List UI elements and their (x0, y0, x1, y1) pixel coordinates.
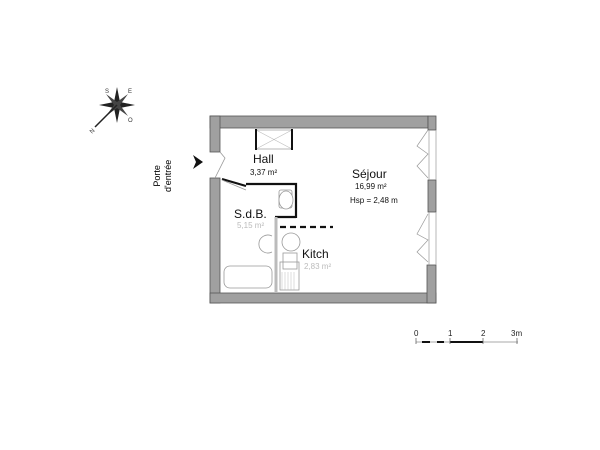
room-name-hall: Hall (253, 152, 274, 166)
room-name-sejour: Séjour (352, 167, 387, 181)
sink (282, 252, 298, 270)
room-name-kitchen: Kitch (302, 247, 329, 261)
kitchen-counter (279, 261, 300, 291)
room-height-sejour: Hsp = 2,48 m (350, 196, 398, 205)
entrance-label-line2: d'entrée (163, 159, 173, 192)
scale-tick-1: 1 (448, 329, 453, 338)
windows (416, 129, 437, 265)
bathtub (223, 265, 273, 289)
room-area-hall: 3,37 m² (250, 168, 278, 177)
svg-text:S: S (105, 89, 109, 95)
toilet-bowl (278, 190, 294, 210)
interior-walls (221, 177, 333, 293)
room-name-sdb: S.d.B. (234, 207, 267, 221)
svg-text:N: N (89, 128, 96, 135)
svg-text:O: O (128, 118, 133, 124)
entrance-label-line1: Porte (152, 165, 162, 187)
entrance-arrow-icon (193, 155, 203, 169)
closet (255, 129, 293, 150)
room-area-sejour: 16,99 m² (355, 182, 387, 191)
scale-bar (415, 338, 518, 344)
scale-tick-3m: 3m (511, 329, 523, 338)
entrance-door (214, 151, 226, 179)
scale-tick-2: 2 (481, 329, 486, 338)
room-area-kitchen: 2,83 m² (304, 262, 332, 271)
compass-rose-icon: S E O N (89, 87, 135, 135)
room-area-sdb: 5,15 m² (237, 221, 265, 230)
scale-tick-0: 0 (414, 329, 419, 338)
fixtures (223, 189, 301, 291)
svg-text:E: E (128, 89, 132, 95)
cooktop (281, 232, 301, 252)
washbasin (258, 234, 273, 254)
entrance-label: Porte d'entrée (152, 160, 174, 192)
